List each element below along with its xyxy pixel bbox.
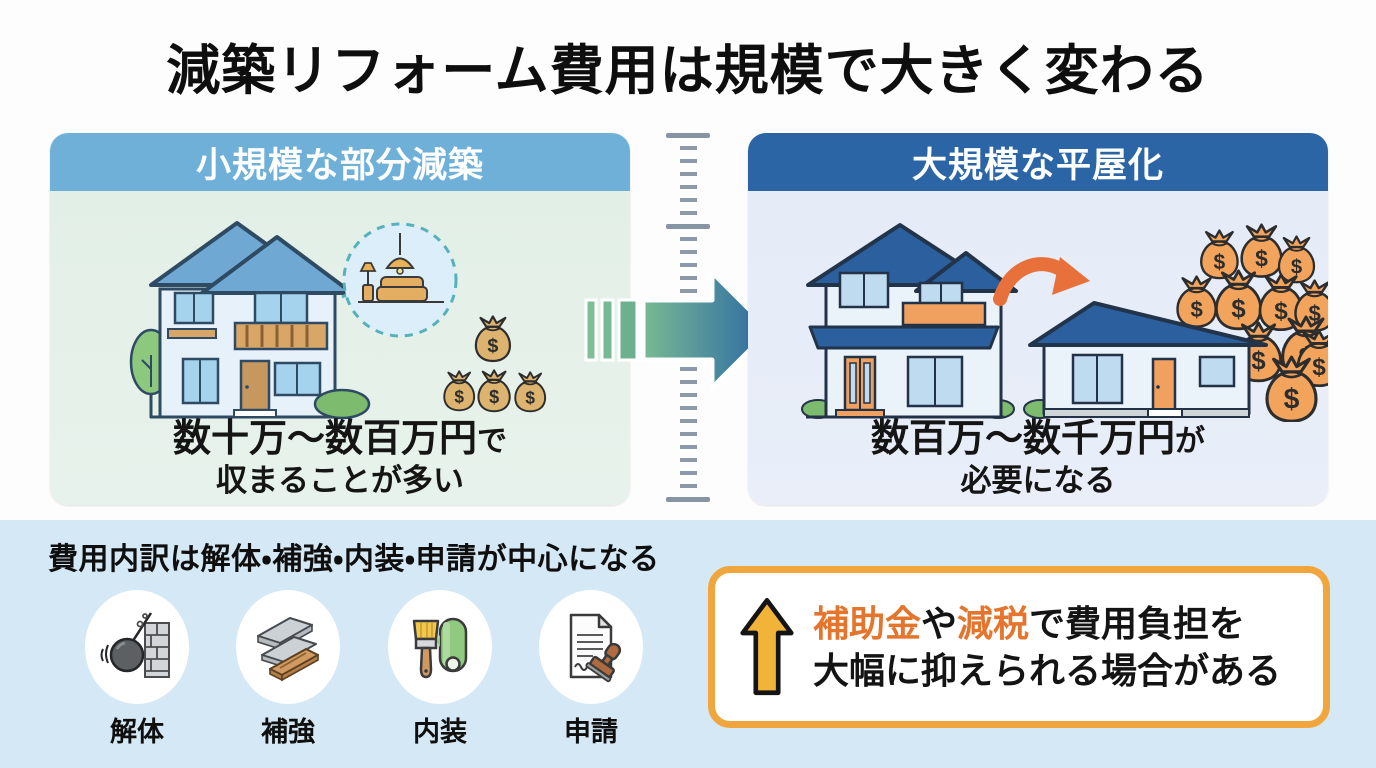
large-scale-panel: 大規模な平屋化 [748,133,1328,505]
wrecking-ball-icon [85,590,189,704]
cost-note-large: 必要になる [960,463,1116,499]
breakdown-label-application: 申請 [564,717,618,747]
breakdown-item-reinforcement: 補強 [213,590,363,749]
steel-beam-icon [236,590,340,704]
two-story-house-icon [149,221,354,419]
small-scale-caption: 数十万〜数百万円で 収まることが多い [50,418,630,499]
cost-range-large: 数百万〜数千万円 [870,417,1175,460]
conversion-arrow-icon [993,257,1090,306]
small-scale-body: $ [50,191,630,505]
ruler-tick-bottom [666,497,710,502]
ruler-tick-mid [666,224,710,229]
subsidy-text-line2: 大幅に抑えられる場合がある [813,650,1282,691]
single-story-conversion-illustration [801,223,1328,422]
breakdown-heading: 費用内訳は解体・補強・内装・申請が中心になる [48,543,660,576]
breakdown-item-application: 申請 [516,590,666,749]
transition-arrow-icon [584,269,773,391]
bush-icon [313,388,371,420]
document-stamp-icon [539,590,643,704]
subsidy-keyword: 補助金 [813,603,922,644]
two-story-house-before-icon [801,223,1018,419]
breakdown-label-interior: 内装 [413,717,467,747]
cost-note-small: 収まることが多い [216,463,464,499]
breakdown-label-reinforcement: 補強 [261,717,315,747]
tax-reduction-keyword: 減税 [957,603,1030,644]
interior-bubble-icon [341,222,458,338]
cost-range-small: 数十万〜数百万円 [172,417,477,460]
large-scale-body: 数百万〜数千万円が 必要になる [748,191,1328,505]
ruler-tick-top [666,133,710,138]
cost-breakdown-section: 費用内訳は解体・補強・内装・申請が中心になる 解 [0,520,1376,768]
small-scale-header: 小規模な部分減築 [50,133,630,191]
small-scale-panel: 小規模な部分減築 $ [50,133,630,505]
paintbrush-wallpaper-icon [388,590,492,704]
up-arrow-icon [740,597,794,696]
partial-reduction-illustration: $ [129,221,547,420]
breakdown-item-demolition: 解体 [62,590,212,749]
subsidy-text: 補助金や減税で費用負担を 大幅に抑えられる場合がある [813,600,1281,694]
subsidy-highlight-box: 補助金や減税で費用負担を 大幅に抑えられる場合がある [708,566,1330,728]
large-scale-header: 大規模な平屋化 [748,133,1328,191]
large-scale-caption: 数百万〜数千万円が 必要になる [748,418,1328,499]
breakdown-item-interior: 内装 [365,590,515,749]
page-title: 減築リフォーム費用は規模で大きく変わる [166,41,1210,101]
money-bags-small-icon [443,315,547,413]
single-story-house-icon [1023,301,1268,419]
breakdown-label-demolition: 解体 [110,717,164,747]
subsidy-text-line1: 補助金や減税で費用負担を [813,603,1246,644]
